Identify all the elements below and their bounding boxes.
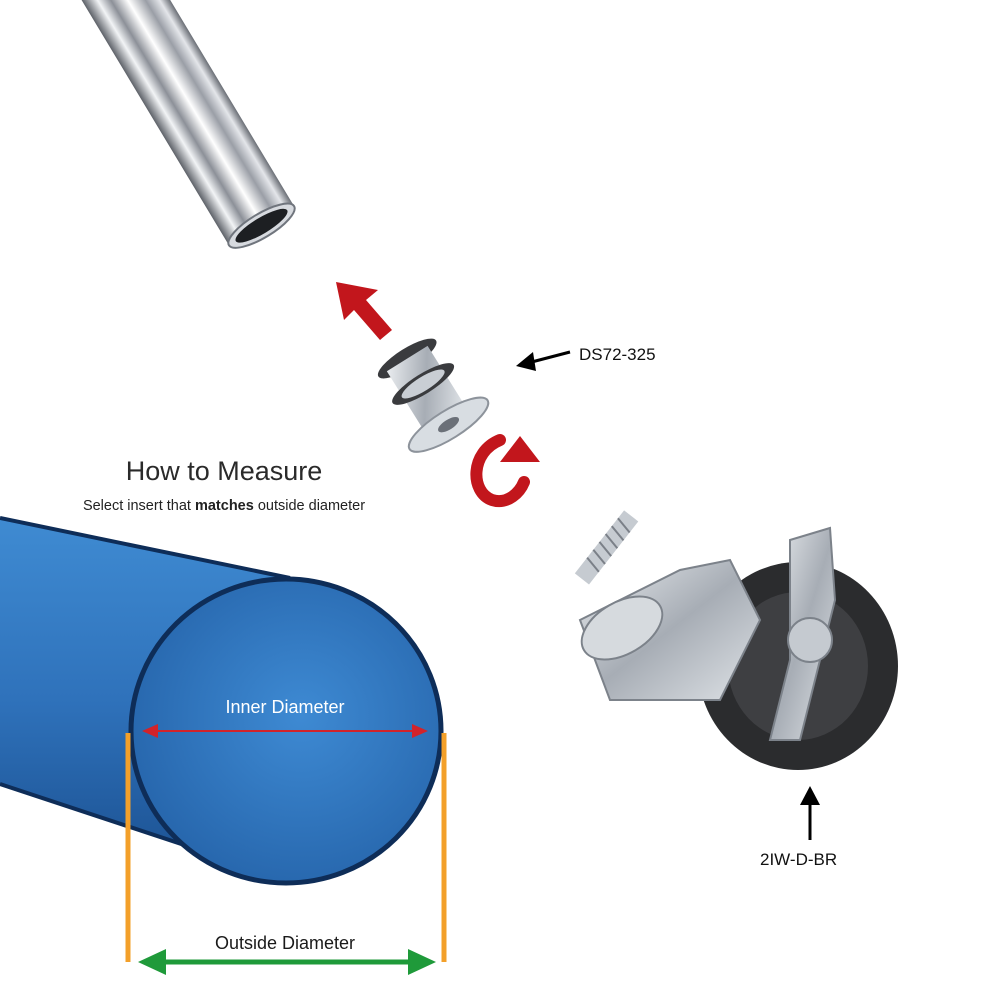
subtitle-before: Select insert that — [82, 498, 195, 514]
subtitle-after: outside diameter — [253, 498, 366, 514]
page-title: How to Measure — [125, 456, 323, 486]
chrome-tube-icon — [64, 0, 296, 249]
caster-wheel-icon — [574, 510, 898, 770]
insert-stem-icon — [377, 338, 490, 453]
pointer-arrow-insert — [516, 350, 571, 371]
pointer-arrow-caster — [800, 786, 820, 840]
inner-diameter-arrow — [142, 724, 428, 738]
outside-diameter-arrow — [138, 949, 436, 975]
instruction-subtitle: Select insert that matches outside diame… — [0, 498, 448, 514]
twist-arrow-icon — [470, 434, 540, 508]
inner-diameter-label: Inner Diameter — [225, 697, 345, 717]
outside-diameter-label: Outside Diameter — [214, 933, 356, 953]
outer-guide-lines — [125, 733, 447, 962]
caster-part-code: 2IW-D-BR — [760, 850, 838, 869]
insert-part-code: DS72-325 — [579, 345, 656, 364]
subtitle-bold: matches — [194, 498, 254, 514]
up-arrow-icon — [336, 282, 392, 340]
